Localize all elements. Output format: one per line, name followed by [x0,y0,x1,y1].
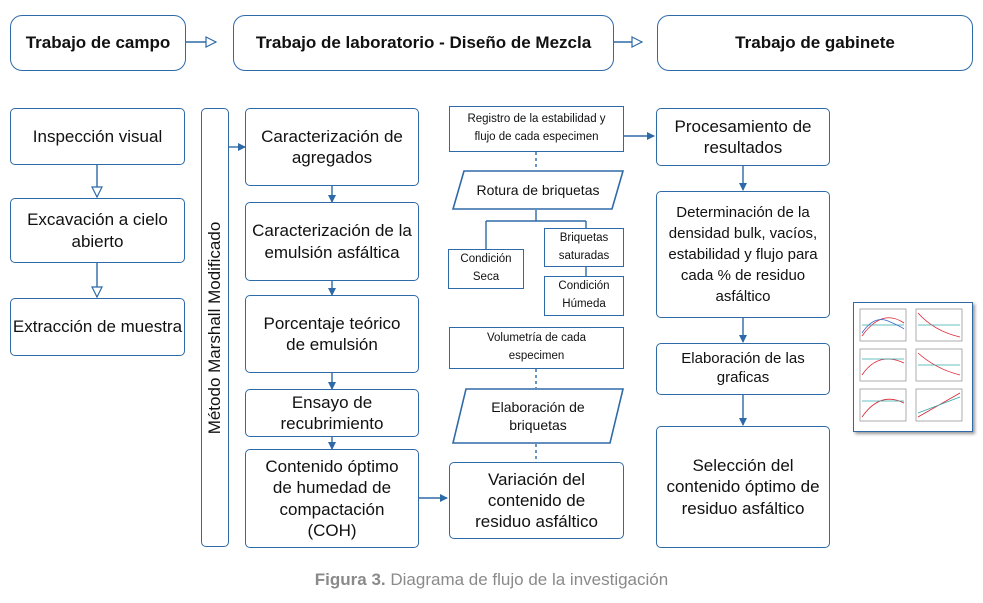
header-field-label: Trabajo de campo [25,33,171,53]
method-marshall-box: Método Marshall Modificado [201,108,229,547]
figure-caption: Figura 3. Diagrama de flujo de la invest… [0,570,983,590]
graphs-thumbnail-image [859,308,963,422]
mix-saturadas-label: Briquetas saturadas [558,231,610,262]
mix-elaboracion-briquetas: Elaboración de briquetas [452,388,624,444]
header-trabajo-de-campo: Trabajo de campo [10,15,186,71]
lab-step-agregados: Caracterización de agregados [245,108,419,186]
header-trabajo-de-gabinete: Trabajo de gabinete [657,15,973,71]
mix-rotura: Rotura de briquetas [452,170,624,210]
office-step-label: Determinación de la densidad bulk, vacío… [668,204,818,305]
header-trabajo-de-laboratorio: Trabajo de laboratorio - Diseño de Mezcl… [233,15,614,71]
lab-step-label: Contenido óptimo de humedad de compactac… [265,457,399,540]
field-step-excavacion: Excavación a cielo abierto [10,198,185,263]
parallelogram-shape [452,170,624,210]
mix-registro-label: Registro de la estabilidad y flujo de ca… [467,113,606,143]
office-step-procesamiento: Procesamiento de resultados [656,108,830,166]
lab-step-label: Ensayo de recubrimiento [280,392,384,433]
mix-condicion-humeda: Condición Húmeda [544,276,624,316]
field-step-label: Inspección visual [32,126,163,146]
mix-briquetas-saturadas: Briquetas saturadas [544,228,624,267]
lab-step-emulsion: Caracterización de la emulsión asfáltica [245,202,419,281]
mix-condicion-seca: Condición Seca [448,249,524,289]
parallelogram-shape [452,388,624,444]
office-step-label: Elaboración de las graficas [681,350,805,386]
field-step-label: Excavación a cielo abierto [27,210,168,251]
mix-volumetria-label: Volumetría de cada especimen [486,332,587,362]
office-step-label: Selección del contenido óptimo de residu… [666,456,820,518]
office-step-label: Procesamiento de resultados [674,116,812,157]
field-step-extraccion: Extracción de muestra [10,298,185,356]
field-step-label: Extracción de muestra [12,317,183,337]
lab-step-label: Caracterización de la emulsión asfáltica [252,221,412,262]
lab-step-label: Caracterización de agregados [261,126,403,167]
office-step-determinacion: Determinación de la densidad bulk, vacío… [656,191,830,318]
lab-step-label: Porcentaje teórico de emulsión [263,313,401,354]
mix-rotura-label: Rotura de briquetas [476,181,600,198]
mix-volumetria: Volumetría de cada especimen [449,327,624,369]
header-lab-label: Trabajo de laboratorio - Diseño de Mezcl… [255,33,592,53]
caption-text: Diagrama de flujo de la investigación [390,570,669,589]
lab-step-recubrimiento: Ensayo de recubrimiento [245,389,419,437]
mix-humeda-label: Condición Húmeda [558,280,610,310]
mix-variacion-label: Variación del contenido de residuo asfál… [475,469,598,532]
mix-elaboracion-label: Elaboración de briquetas [491,398,585,433]
office-step-graficas: Elaboración de las graficas [656,343,830,395]
graphs-thumbnail [853,302,973,432]
method-label: Método Marshall Modificado [205,221,224,434]
field-step-inspeccion: Inspección visual [10,108,185,165]
mix-variacion: Variación del contenido de residuo asfál… [449,462,624,539]
mix-registro: Registro de la estabilidad y flujo de ca… [449,106,624,152]
mix-seca-label: Condición Seca [460,253,512,283]
office-step-seleccion: Selección del contenido óptimo de residu… [656,426,830,548]
lab-step-porcentaje: Porcentaje teórico de emulsión [245,295,419,373]
lab-step-coh: Contenido óptimo de humedad de compactac… [245,449,419,548]
caption-label: Figura 3. [314,570,386,589]
header-office-label: Trabajo de gabinete [735,33,895,53]
